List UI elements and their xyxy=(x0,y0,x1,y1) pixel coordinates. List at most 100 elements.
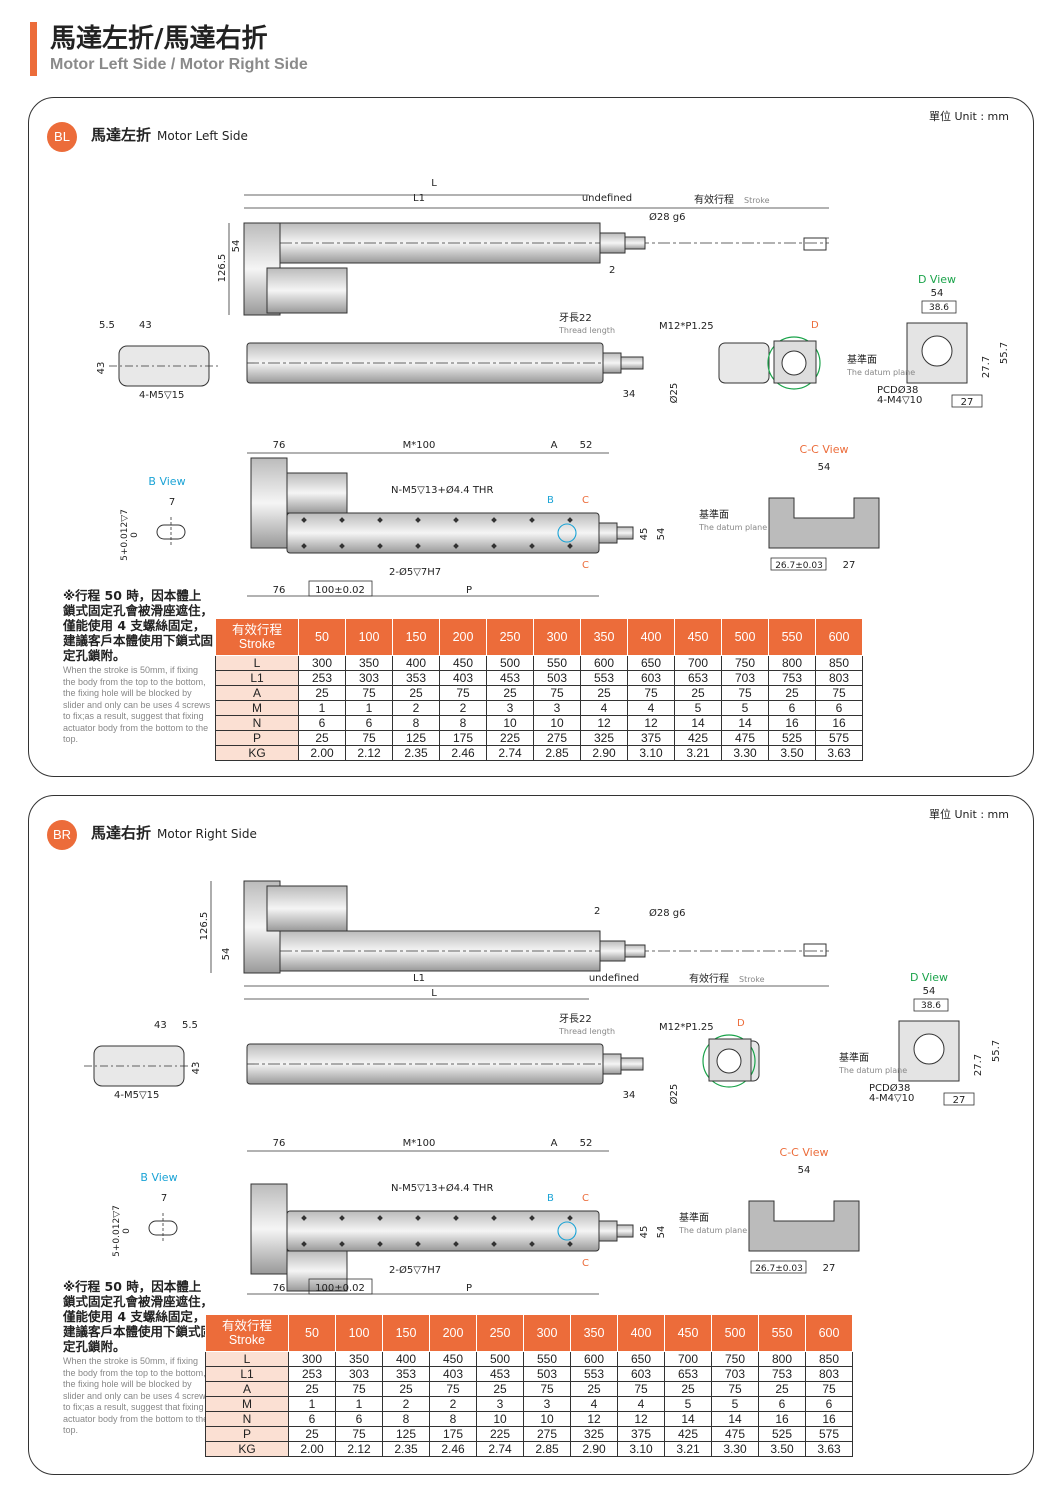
table-cell: 6 xyxy=(758,1396,806,1412)
stroke-col-400: 400 xyxy=(617,1314,665,1352)
table-cell: 1 xyxy=(298,700,346,716)
table-cell: 10 xyxy=(486,715,534,731)
stroke-col-100: 100 xyxy=(345,618,393,656)
table-cell: 25 xyxy=(382,1381,430,1397)
dim-d38_6: 38.6 xyxy=(921,1001,941,1011)
dim-m4x10: 4-M4▽10 xyxy=(877,395,922,406)
dim-thread_zh: 牙長22 xyxy=(559,312,592,324)
table-cell: 803 xyxy=(815,670,863,686)
table-cell: 2.12 xyxy=(345,745,393,761)
table-cell: 25 xyxy=(298,730,346,746)
table-cell: 403 xyxy=(439,670,487,686)
table-cell: 375 xyxy=(617,1426,665,1442)
dim-L1: L1 xyxy=(413,193,425,204)
table-cell: 850 xyxy=(815,655,863,671)
table-cell: 2.74 xyxy=(476,1441,524,1457)
table-cell: 3.10 xyxy=(617,1441,665,1457)
stroke-col-300: 300 xyxy=(523,1314,571,1352)
table-cell: 10 xyxy=(476,1411,524,1427)
note-en: When the stroke is 50mm, if fixing the b… xyxy=(63,665,211,744)
dim-datum-en: The datum plane xyxy=(678,1226,747,1235)
dim-m5x15: 4-M5▽15 xyxy=(114,1090,159,1101)
table-cell: 8 xyxy=(429,1411,477,1427)
dim-stroke_zh: 有效行程 xyxy=(694,193,734,206)
dim-d76: 76 xyxy=(273,1138,286,1149)
dim-d43: 43 xyxy=(191,1062,202,1075)
table-cell: 475 xyxy=(711,1426,759,1442)
dim-thread-en: Thread length xyxy=(558,326,615,335)
table-cell: 503 xyxy=(533,670,581,686)
dim-tol5: 5+0.012▽7 xyxy=(112,1205,122,1257)
dim-tol0: 0 xyxy=(130,532,140,538)
table-cell: 12 xyxy=(580,715,628,731)
row-label-A: A xyxy=(215,685,299,701)
dim-datum-en: The datum plane xyxy=(846,368,915,377)
table-cell: 16 xyxy=(805,1411,853,1427)
table-cell: 403 xyxy=(429,1366,477,1382)
table-cell: 75 xyxy=(533,685,581,701)
table-cell: 75 xyxy=(617,1381,665,1397)
dim-d27: 27 xyxy=(961,397,974,408)
dim-datum-en: The datum plane xyxy=(838,1066,907,1075)
table-cell: 25 xyxy=(674,685,722,701)
dim-d100tol: 100±0.02 xyxy=(315,1283,365,1294)
dim-d54: 54 xyxy=(656,528,667,541)
table-cell: 2.00 xyxy=(298,745,346,761)
table-cell: 400 xyxy=(392,655,440,671)
table-cell: 75 xyxy=(345,730,393,746)
dim-phi25: Ø25 xyxy=(668,383,680,404)
table-cell: 800 xyxy=(758,1351,806,1367)
table-cell: 16 xyxy=(758,1411,806,1427)
stroke-col-200: 200 xyxy=(429,1314,477,1352)
table-cell: 300 xyxy=(298,655,346,671)
stroke-col-100: 100 xyxy=(335,1314,383,1352)
table-cell: 275 xyxy=(523,1426,571,1442)
table-cell: 803 xyxy=(805,1366,853,1382)
table-cell: 12 xyxy=(627,715,675,731)
dim-d7: 7 xyxy=(169,497,175,508)
dim-pcd: PCDØ38 xyxy=(877,384,918,396)
table-cell: 5 xyxy=(674,700,722,716)
dim-d7: 7 xyxy=(161,1193,167,1204)
dim-bview: B View xyxy=(148,475,185,488)
table-cell: 12 xyxy=(617,1411,665,1427)
table-cell: 550 xyxy=(523,1351,571,1367)
dim-d34: 34 xyxy=(623,1090,636,1101)
table-cell: 3.21 xyxy=(664,1441,712,1457)
table-cell: 3.21 xyxy=(674,745,722,761)
row-label-P: P xyxy=(205,1426,289,1442)
dim-dview: D View xyxy=(910,971,948,984)
stroke-header-zh: 有效行程 xyxy=(221,1319,272,1333)
dim-L: L xyxy=(431,178,437,189)
table-cell: 25 xyxy=(580,685,628,701)
dim-dview: D View xyxy=(918,273,956,286)
table-cell: 14 xyxy=(674,715,722,731)
table-cell: 275 xyxy=(533,730,581,746)
table-cell: 6 xyxy=(815,700,863,716)
table-cell: 6 xyxy=(805,1396,853,1412)
table-cell: 3 xyxy=(523,1396,571,1412)
dim-tol5: 5+0.012▽7 xyxy=(120,509,130,561)
table-cell: 75 xyxy=(335,1381,383,1397)
unit-label: 單位 Unit : mm xyxy=(928,110,1009,123)
dim-tol0: 0 xyxy=(122,1228,132,1234)
table-cell: 603 xyxy=(617,1366,665,1382)
table-cell: 400 xyxy=(382,1351,430,1367)
section-title-en: Motor Left Side xyxy=(157,129,248,143)
dim-d52: 52 xyxy=(580,1138,593,1149)
dim-m100: M*100 xyxy=(403,440,436,451)
table-cell: 5 xyxy=(711,1396,759,1412)
table-cell: 14 xyxy=(664,1411,712,1427)
table-cell: 5 xyxy=(664,1396,712,1412)
table-cell: 25 xyxy=(288,1426,336,1442)
table-cell: 25 xyxy=(664,1381,712,1397)
stroke-col-350: 350 xyxy=(580,618,628,656)
table-cell: 6 xyxy=(768,700,816,716)
table-cell: 2.90 xyxy=(570,1441,618,1457)
